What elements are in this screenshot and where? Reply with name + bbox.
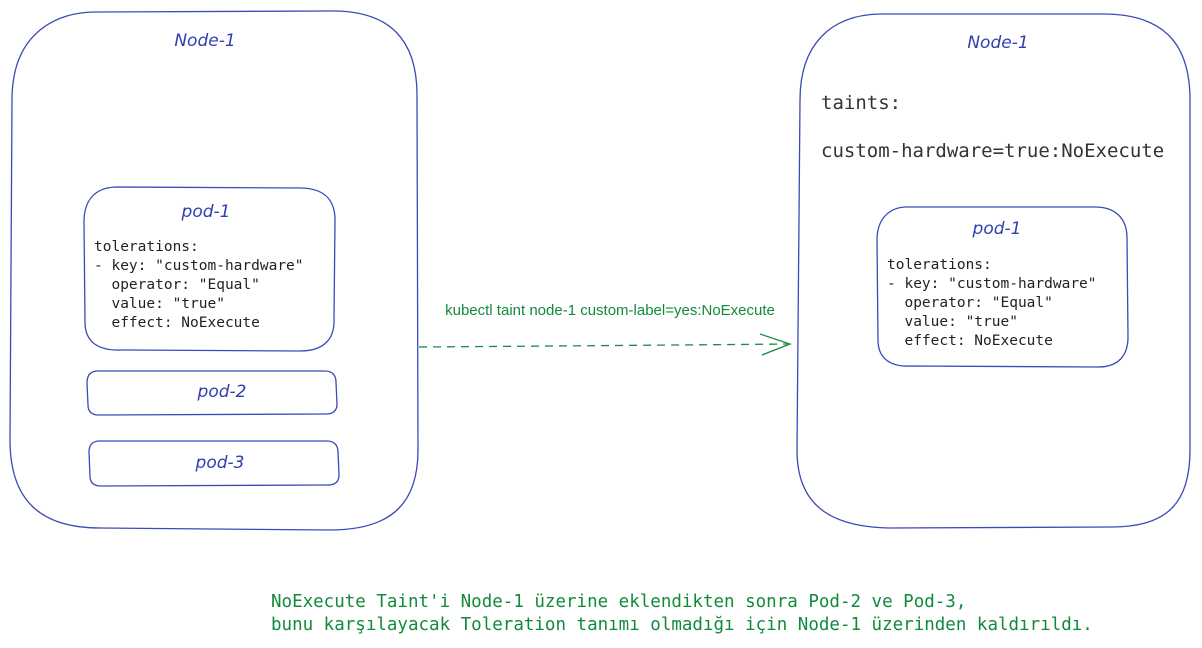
arrow-command-label: kubectl taint node-1 custom-label=yes:No… bbox=[445, 302, 775, 319]
left-pod-1: pod-1 tolerations: - key: "custom-hardwa… bbox=[83, 186, 336, 352]
left-pod-1-line: - key: "custom-hardware" bbox=[94, 258, 304, 274]
arrow-line bbox=[418, 343, 788, 348]
left-pod-1-box bbox=[83, 186, 336, 352]
caption: NoExecute Taint'i Node-1 üzerine eklendi… bbox=[271, 591, 1093, 637]
left-pod-3-box bbox=[88, 440, 340, 487]
right-pod-1-box bbox=[876, 206, 1129, 368]
left-pod-1-line: value: "true" bbox=[94, 296, 225, 312]
arrow-head bbox=[759, 333, 792, 356]
right-pod-1-line: value: "true" bbox=[887, 314, 1018, 330]
right-pod-1-title: pod-1 bbox=[972, 219, 1022, 239]
left-node: Node-1 pod-1 tolerations: - key: "custom… bbox=[9, 10, 419, 531]
taints-label: taints: bbox=[821, 92, 901, 114]
left-node-title: Node-1 bbox=[174, 31, 235, 51]
left-pod-2-box bbox=[86, 370, 338, 416]
caption-line-1: NoExecute Taint'i Node-1 üzerine eklendi… bbox=[271, 592, 967, 612]
right-pod-1-line: tolerations: bbox=[887, 257, 992, 273]
left-pod-3-title: pod-3 bbox=[195, 453, 245, 473]
left-pod-1-line: operator: "Equal" bbox=[94, 277, 260, 293]
left-pod-1-line: tolerations: bbox=[94, 239, 199, 255]
right-node-box bbox=[796, 13, 1191, 529]
left-pod-3: pod-3 bbox=[88, 440, 340, 487]
right-pod-1-line: effect: NoExecute bbox=[887, 333, 1053, 349]
left-pod-1-title: pod-1 bbox=[181, 202, 231, 222]
left-pod-2: pod-2 bbox=[86, 370, 338, 416]
right-pod-1: pod-1 tolerations: - key: "custom-hardwa… bbox=[876, 206, 1129, 368]
right-pod-1-line: operator: "Equal" bbox=[887, 295, 1053, 311]
taint-value: custom-hardware=true:NoExecute bbox=[821, 140, 1164, 162]
left-pod-2-title: pod-2 bbox=[197, 382, 247, 402]
right-node-title: Node-1 bbox=[967, 33, 1028, 53]
left-node-box bbox=[9, 10, 419, 531]
right-node: Node-1 taints: custom-hardware=true:NoEx… bbox=[796, 13, 1191, 529]
left-pod-1-line: effect: NoExecute bbox=[94, 315, 260, 331]
caption-line-2: bunu karşılayacak Toleration tanımı olma… bbox=[271, 615, 1093, 635]
taint-arrow: kubectl taint node-1 custom-label=yes:No… bbox=[418, 302, 792, 356]
right-pod-1-line: - key: "custom-hardware" bbox=[887, 276, 1097, 292]
